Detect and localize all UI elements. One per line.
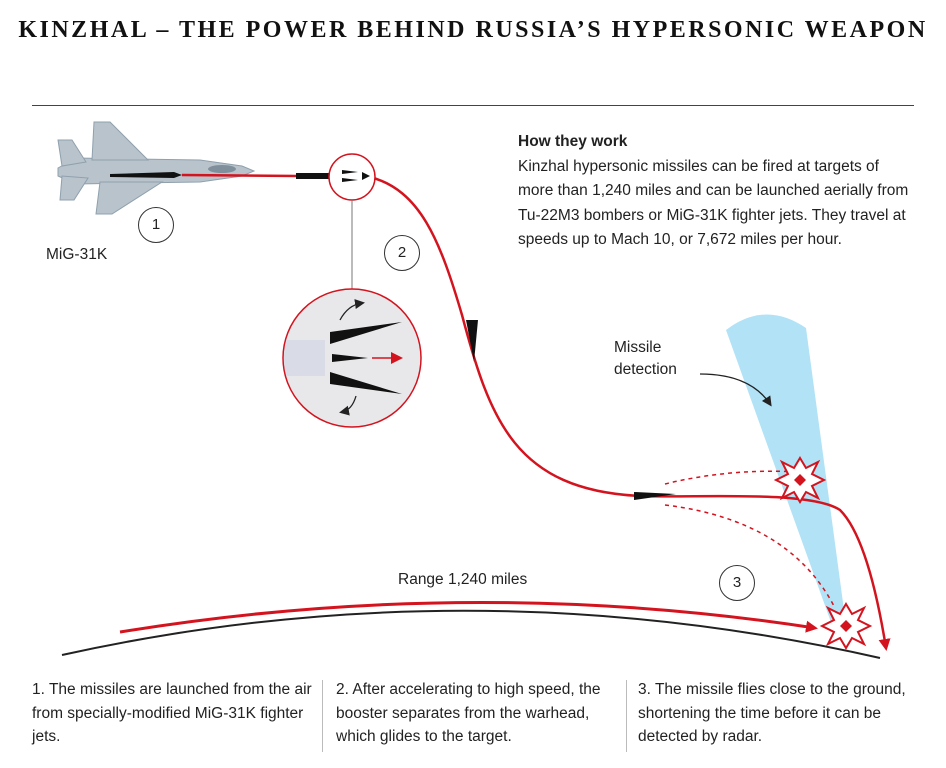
range-arrow — [119, 600, 818, 634]
ground-line — [61, 609, 881, 659]
interception-burst — [773, 456, 827, 504]
range-label: Range 1,240 miles — [398, 571, 528, 588]
warhead-in-flight — [634, 492, 676, 500]
missile-detection-label: Missile detection — [614, 339, 677, 378]
caption-divider-1 — [322, 680, 323, 752]
booster — [296, 173, 336, 179]
step-3-marker: 3 — [719, 565, 755, 601]
separation-circle — [328, 153, 376, 201]
page-title: KINZHAL – THE POWER BEHIND RUSSIA’S HYPE… — [18, 17, 928, 43]
impact-burst — [819, 602, 873, 650]
how-they-work-panel: How they work Kinzhal hypersonic missile… — [518, 130, 918, 253]
aircraft-label: MiG-31K — [46, 246, 108, 263]
glide-trajectory — [369, 175, 891, 651]
step-2-marker: 2 — [384, 235, 420, 271]
mig-31k-aircraft — [57, 121, 256, 215]
dashed-path-upper — [664, 470, 801, 485]
caption-step-1: 1. The missiles are launched from the ai… — [32, 681, 312, 745]
step-1-marker: 1 — [138, 207, 174, 243]
caption-step-2: 2. After accelerating to high speed, the… — [336, 681, 601, 745]
detection-pointer — [699, 373, 772, 407]
how-they-work-heading: How they work — [518, 133, 628, 150]
how-they-work-body: Kinzhal hypersonic missiles can be fired… — [518, 157, 909, 249]
title-divider — [32, 105, 914, 106]
caption-divider-2 — [626, 680, 627, 752]
missile-on-aircraft — [110, 172, 182, 178]
warhead-marker-descending — [466, 320, 478, 362]
caption-step-3: 3. The missile flies close to the ground… — [638, 681, 906, 745]
separation-inset — [282, 288, 422, 428]
launch-trajectory — [181, 173, 299, 178]
